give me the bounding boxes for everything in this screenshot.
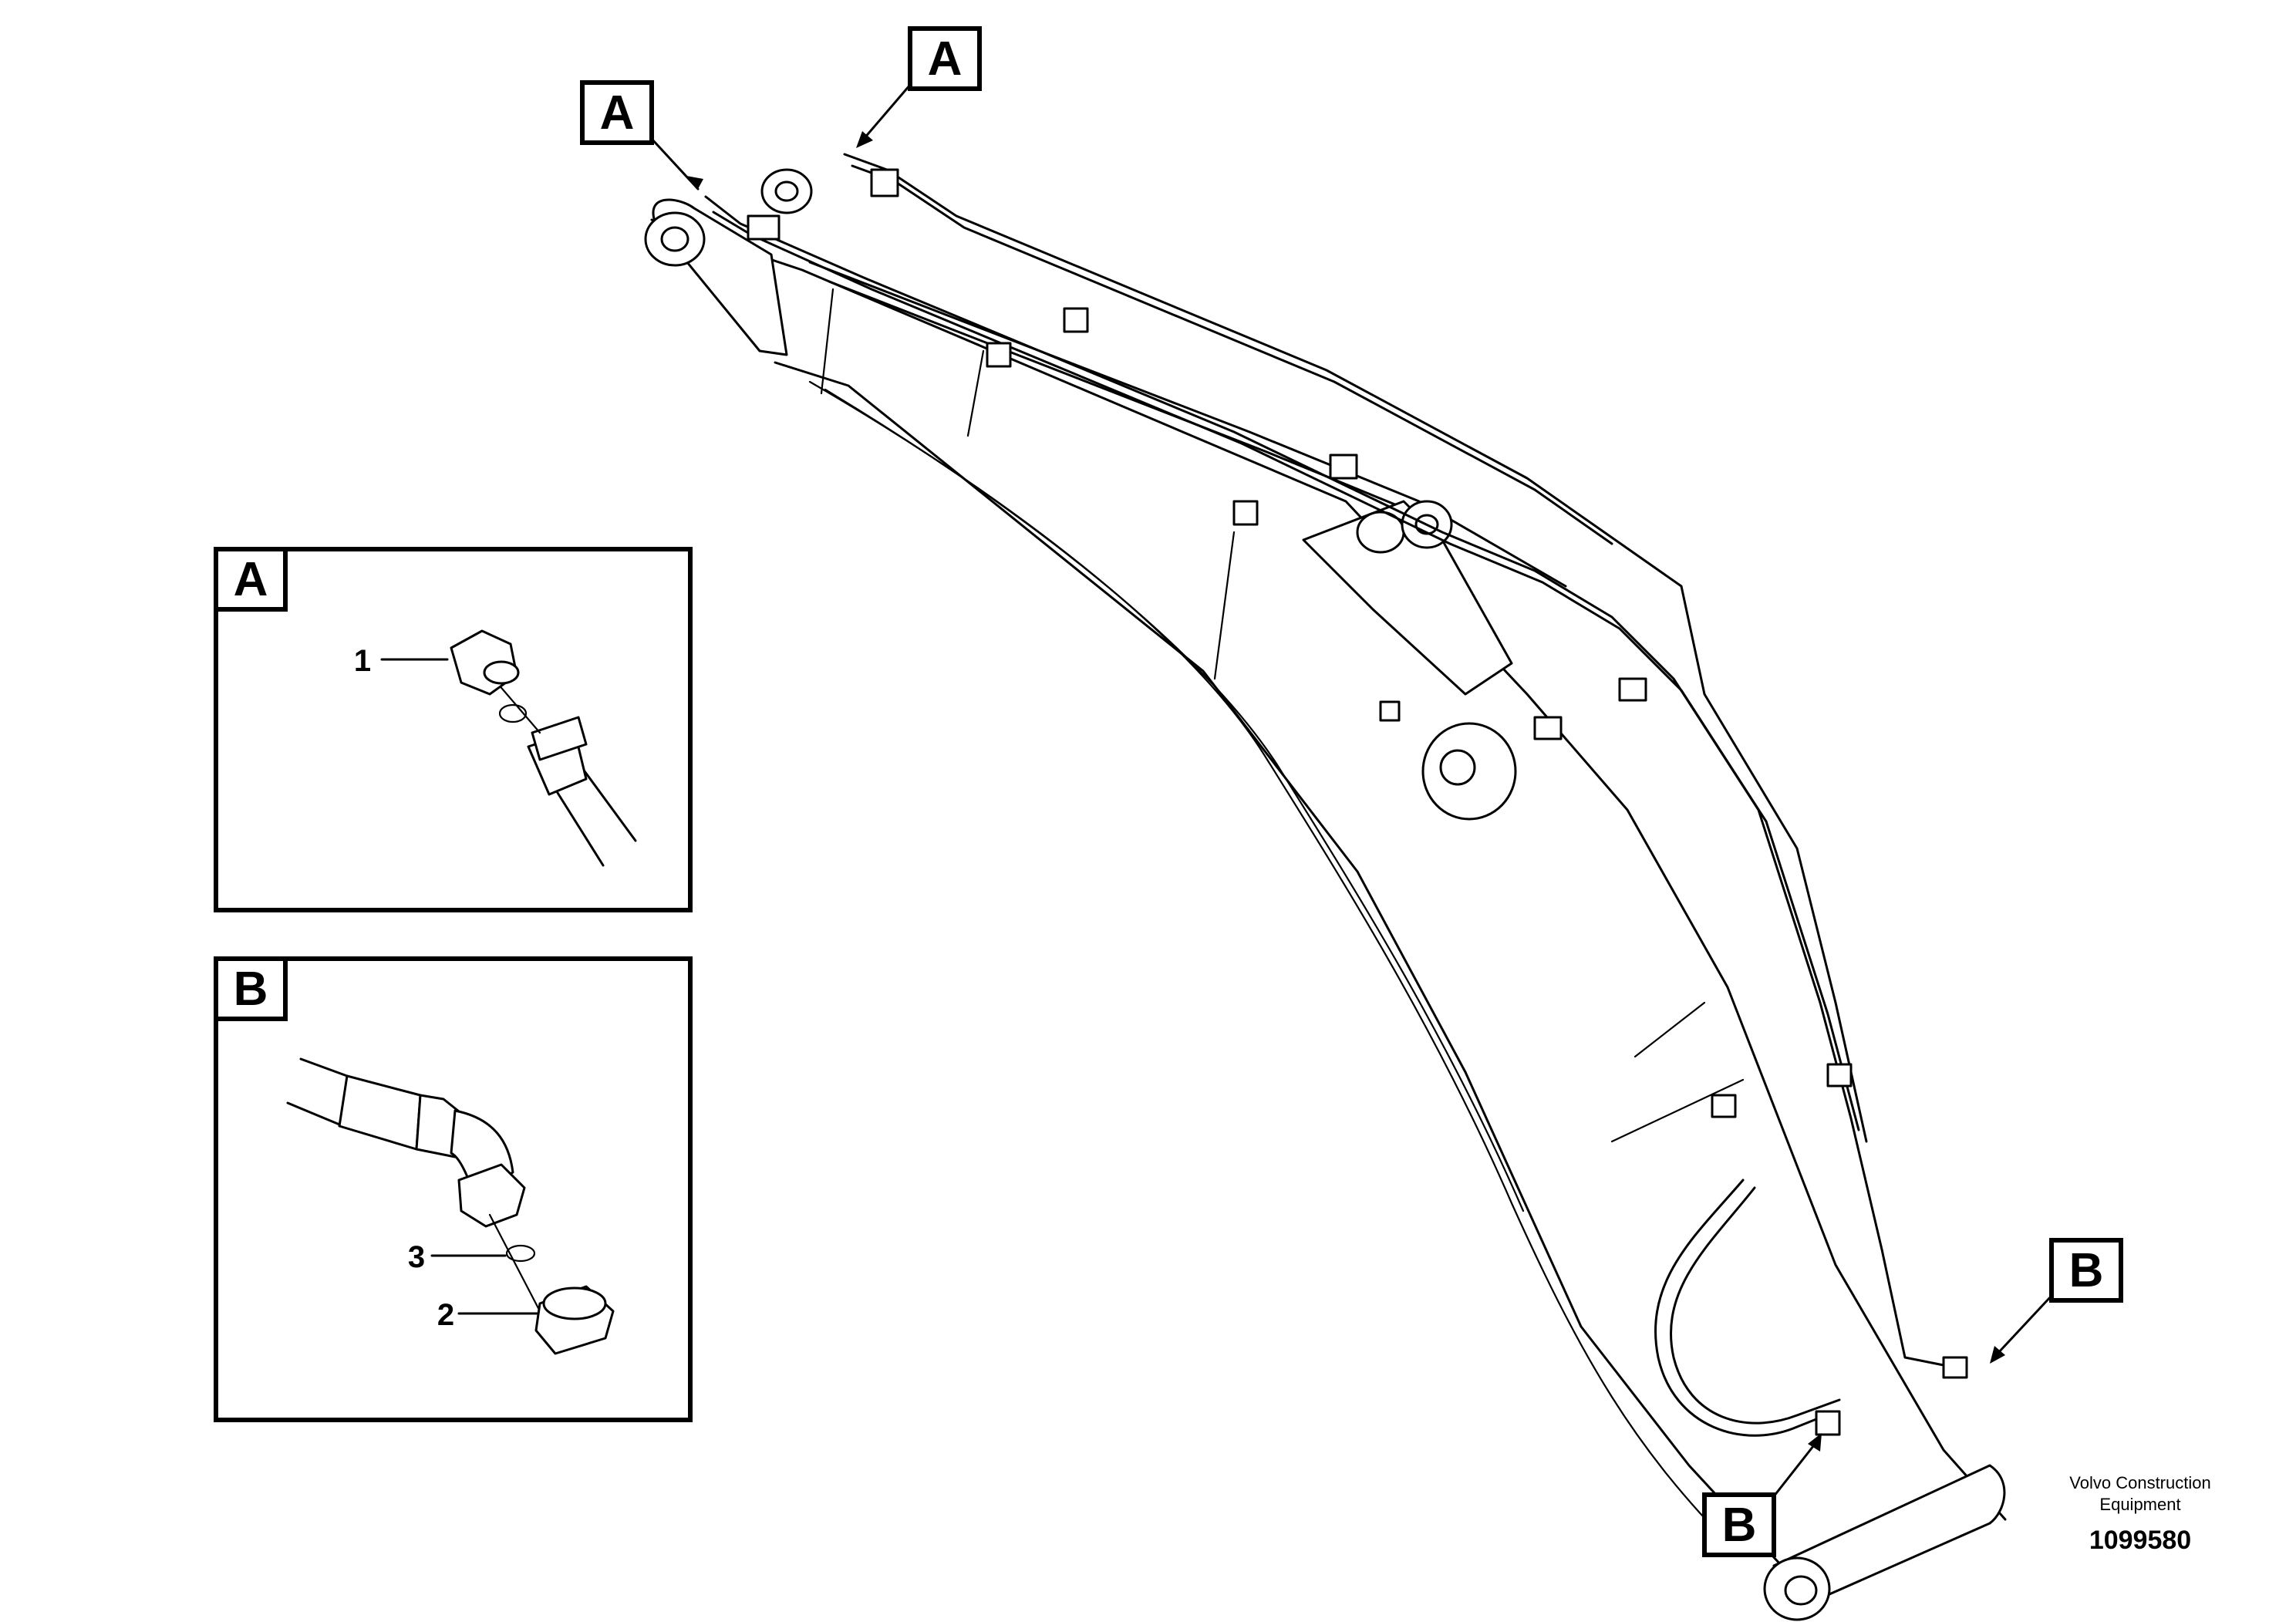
arm-illustration <box>644 153 2007 1621</box>
detail-a-tag: A <box>234 553 268 606</box>
detail-b-hose <box>286 1057 526 1228</box>
footer: Volvo Construction Equipment 1099580 <box>2069 1473 2210 1555</box>
callout-a-top-right[interactable]: A <box>856 26 982 148</box>
company-name-line2: Equipment <box>2099 1495 2180 1514</box>
detail-b-item-2: 2 <box>437 1298 454 1332</box>
arm-end-lug-right <box>760 168 813 214</box>
detail-b-item-3: 3 <box>408 1240 425 1274</box>
company-name-line1: Volvo Construction <box>2069 1473 2210 1492</box>
callout-b-right[interactable]: B <box>1990 1238 2123 1364</box>
arm-pivot-plate <box>1302 500 1513 696</box>
callout-a-top-right-label: A <box>928 32 963 86</box>
detail-b-panel: B 3 2 <box>214 956 693 1422</box>
callout-b-right-label: B <box>2069 1244 2104 1297</box>
callout-a-top-left-label: A <box>600 86 635 140</box>
detail-a-item-1: 1 <box>354 644 371 678</box>
detail-b-tag: B <box>234 963 268 1016</box>
hydraulic-pipes <box>704 153 1945 1437</box>
callout-b-bottom-label: B <box>1722 1499 1757 1552</box>
detail-a-panel: A 1 <box>214 547 693 912</box>
arm-boss <box>1421 722 1517 821</box>
pipe-clamps <box>747 168 1968 1436</box>
arm-end-lug-bottom <box>1763 1464 2006 1621</box>
detail-a-nut <box>450 629 520 696</box>
callout-a-top-left[interactable]: A <box>580 80 703 191</box>
figure-number: 1099580 <box>2089 1526 2191 1555</box>
detail-a-pipe <box>527 716 637 867</box>
detail-b-o-ring <box>505 1244 536 1263</box>
detail-b-plug <box>534 1285 615 1355</box>
arm-end-lug-left <box>644 198 788 356</box>
callout-b-bottom[interactable]: B <box>1702 1433 1822 1557</box>
detail-a-o-ring <box>498 703 528 723</box>
